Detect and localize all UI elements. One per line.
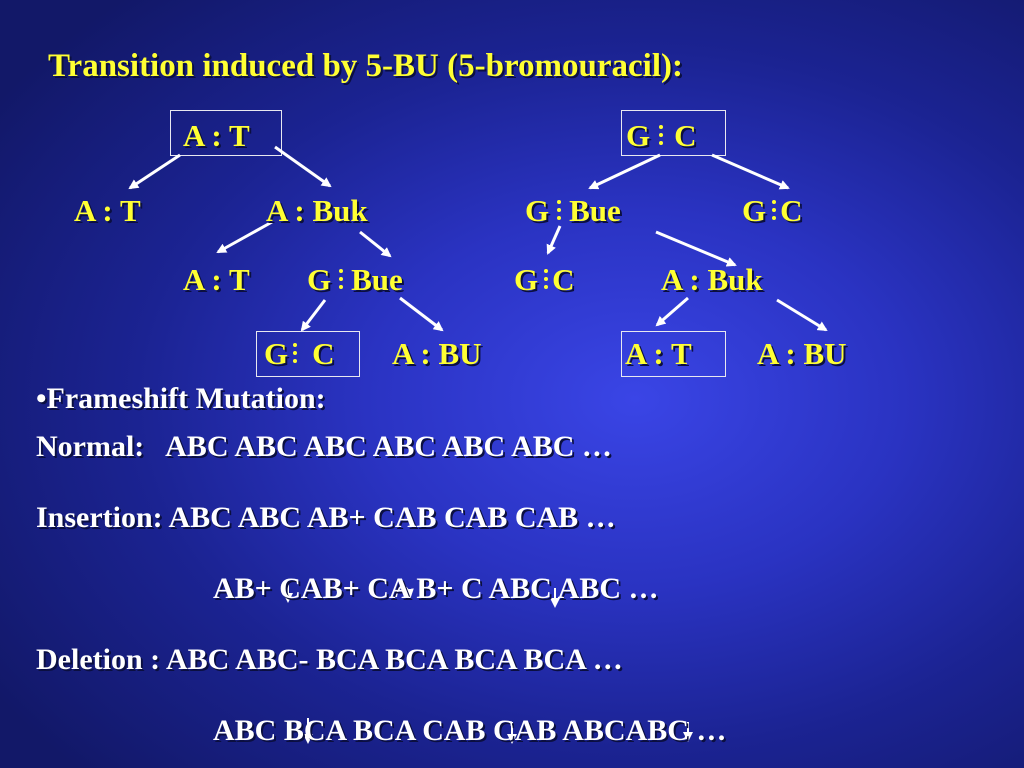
deletion-sequence: Deletion : ABC ABC- BCA BCA BCA BCA … [36,643,623,676]
base-label: G [626,118,651,153]
box-right-root [621,110,726,156]
arrow-rl2-left [655,296,689,327]
triple-hbond-icon [656,122,666,148]
arrow-rl1-right [655,230,737,267]
base-label: C [552,262,575,297]
box-right-l3 [621,331,726,377]
arrow-rl1-left [546,225,562,255]
triple-hbond-icon [290,340,300,366]
left-l1-left-pair: A : T [74,193,141,228]
deletion-sequence-2: ABC BCA BCA CAB CAB ABCABC … [213,714,727,747]
frameshift-heading: •Frameshift Mutation: [36,382,326,415]
right-l3-right-pair: A : BU [757,336,847,371]
base-label: C [312,336,335,371]
arrow-ll2-right [399,296,444,332]
left-l2-left-pair: A : T [183,262,250,297]
arrow-rroot-right [711,153,790,190]
base-label: C [674,118,697,153]
arrow-lroot-left [128,153,181,190]
base-label: G [742,193,767,228]
base-label: G [514,262,539,297]
left-l1-right-pair: A : Buk [266,193,368,228]
base-label: G [264,336,289,371]
left-root-pair: A : T [183,118,250,153]
left-l2-right-pair: G Bue [307,264,403,295]
slide-title: Transition induced by 5-BU (5-bromouraci… [48,48,683,84]
base-label: G [307,262,332,297]
triple-hbond-icon [336,266,346,292]
triple-hbond-icon [554,197,564,223]
right-l2-right-pair: A : Buk [661,262,763,297]
triple-hbond-icon [769,197,779,223]
arrow-ll1-left [216,220,273,254]
triple-hbond-icon [541,266,551,292]
right-l1-left-pair: G Bue [525,195,621,226]
arrow-rroot-left [588,153,661,190]
base-label: Bue [569,193,621,228]
insertion-sequence-2: AB+ CAB+ CA B+ C ABC ABC … [213,572,659,605]
base-label: C [780,193,803,228]
box-left-root [170,110,282,156]
normal-sequence: Normal: ABC ABC ABC ABC ABC ABC … [36,430,612,463]
right-l3-left-pair: A : T [625,336,692,371]
ins-arrow-2 [395,585,414,599]
insertion-sequence: Insertion: ABC ABC AB+ CAB CAB CAB … [36,501,616,534]
base-label: G [525,193,550,228]
arrow-ll1-right [359,230,392,258]
arrow-lroot-right [274,145,332,188]
arrow-ll2-left [300,299,327,332]
left-l3-right-pair: A : BU [392,336,482,371]
arrow-rl2-right [776,298,828,332]
base-label: Bue [351,262,403,297]
